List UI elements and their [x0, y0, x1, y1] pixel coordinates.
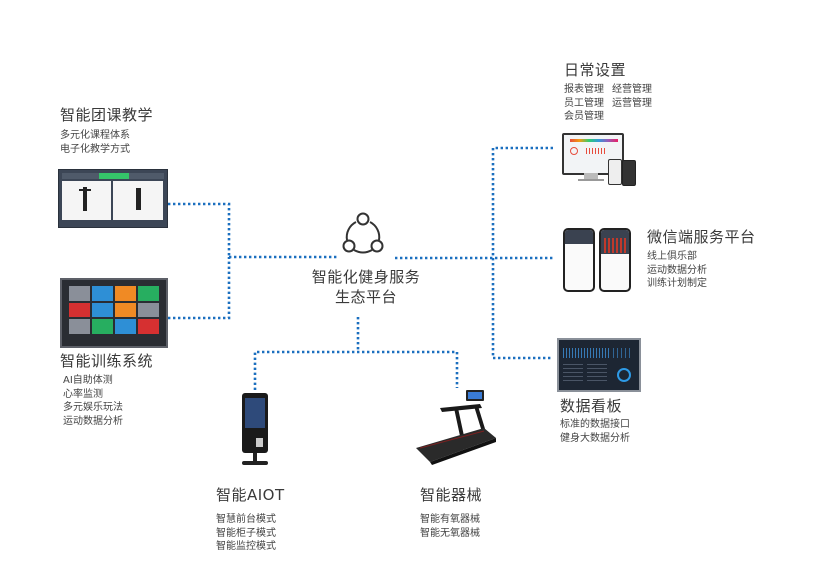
kiosk-terminal [240, 393, 272, 469]
node-item: 经营管理 [612, 84, 652, 95]
node-title: 微信端服务平台 [647, 228, 756, 246]
dashboard-tile [138, 286, 159, 301]
node-daily-settings: 日常设置 报表管理 经营管理 员工管理 运营管理 会员管理 [564, 61, 652, 124]
node-item: 智能无氧器械 [420, 527, 480, 539]
dashboard-tile [69, 302, 90, 318]
node-item: 智慧前台模式 [216, 514, 276, 525]
node-item: 训练计划制定 [647, 278, 707, 289]
desktop-and-phones [562, 133, 640, 187]
two-phones [563, 228, 633, 292]
dashboard-tile [92, 319, 113, 334]
node-wechat-platform: 微信端服务平台 线上俱乐部 运动数据分析 训练计划制定 [647, 228, 756, 291]
connector-daily-settings [491, 146, 553, 360]
node-item: 多元化课程体系 [60, 130, 130, 141]
node-item: 运动数据分析 [63, 415, 123, 427]
treadmill [416, 390, 496, 465]
node-item: 健身大数据分析 [560, 432, 630, 444]
node-item: 线上俱乐部 [647, 251, 697, 262]
node-item: 智能监控模式 [216, 541, 276, 552]
node-item: 运动数据分析 [647, 264, 707, 276]
node-title: 智能团课教学 [60, 106, 154, 124]
dashboard-tile [69, 319, 90, 334]
dashboard-tile [138, 319, 159, 334]
share-network-icon [342, 212, 384, 254]
node-title: 智能AIOT [216, 486, 285, 504]
node-group-class: 智能团课教学 多元化课程体系 电子化教学方式 [60, 106, 153, 156]
node-aiot: 智能AIOT 智慧前台模式 智能柜子模式 智能监控模式 [216, 486, 285, 554]
dashboard-tile [138, 302, 159, 318]
connector-aiot [253, 350, 459, 390]
dashboard-tile [92, 302, 113, 318]
node-item: 智能柜子模式 [216, 527, 276, 539]
node-item: 电子化教学方式 [60, 143, 130, 155]
node-item: AI自助体测 [63, 375, 113, 386]
node-item: 多元娱乐玩法 [63, 402, 123, 413]
node-title: 日常设置 [564, 61, 627, 79]
node-item: 报表管理 [564, 84, 604, 95]
node-item: 智能有氧器械 [420, 514, 480, 525]
node-title: 数据看板 [560, 397, 623, 415]
node-training-system: 智能训练系统 AI自助体测 心率监测 多元娱乐玩法 运动数据分析 [60, 352, 153, 428]
dashboard-tile [115, 286, 136, 301]
node-item: 会员管理 [564, 111, 604, 122]
node-item: 员工管理 [564, 97, 604, 109]
center-title-line2: 生态平台 [334, 288, 397, 306]
node-item: 标准的数据接口 [560, 419, 630, 430]
dashboard-tile [92, 286, 113, 301]
data-dashboard-screen [557, 338, 641, 392]
connector-training-system [168, 257, 231, 320]
node-data-board: 数据看板 标准的数据接口 健身大数据分析 [560, 397, 630, 445]
dashboard-tile [69, 286, 90, 301]
connector-group-class [168, 202, 231, 257]
node-equipment: 智能器械 智能有氧器械 智能无氧器械 [420, 486, 482, 540]
node-item: 运营管理 [612, 97, 652, 109]
node-title: 智能训练系统 [60, 352, 154, 370]
node-title: 智能器械 [420, 486, 483, 504]
group-class-screen [58, 169, 168, 228]
dashboard-tile [115, 302, 136, 318]
node-item: 心率监测 [63, 388, 103, 400]
training-dashboard-screen [60, 278, 168, 348]
dashboard-tile [115, 319, 136, 334]
center-title-line1: 智能化健身服务 [311, 268, 421, 286]
